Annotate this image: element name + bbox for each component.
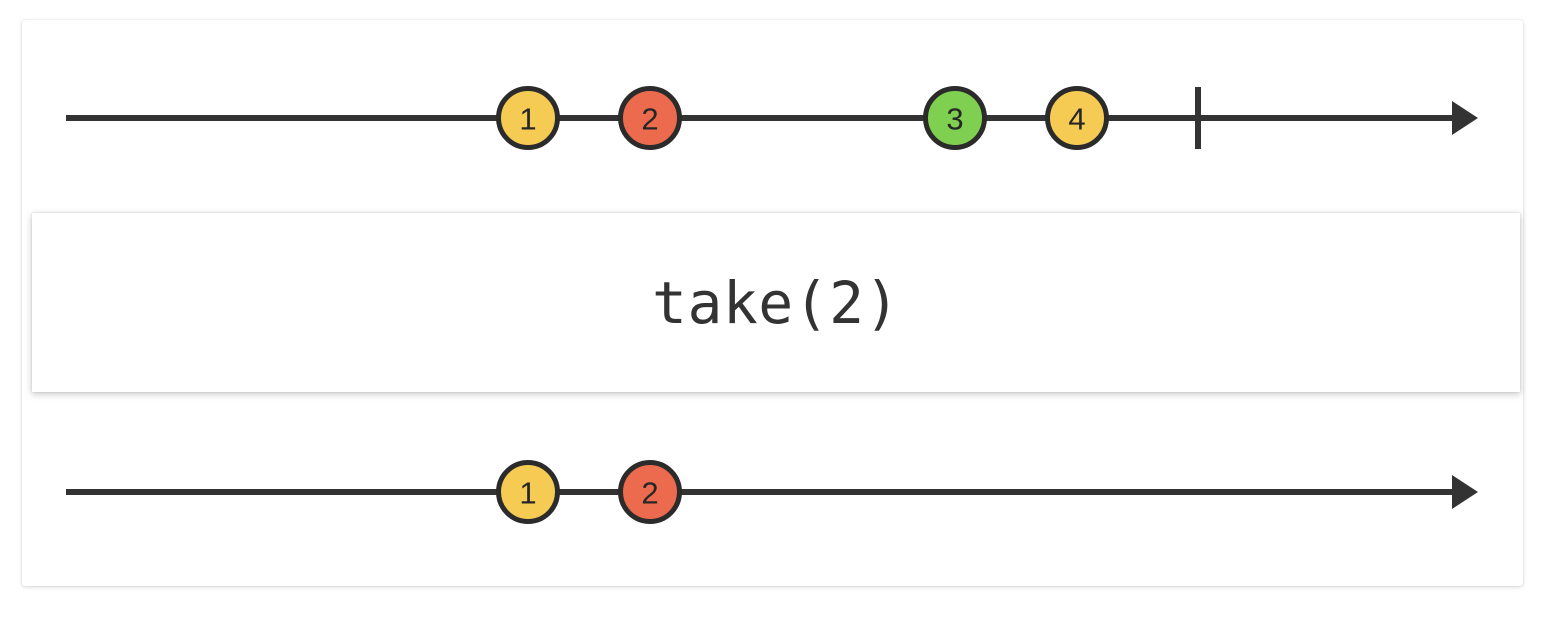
source-marble[interactable]: 1 <box>496 86 560 150</box>
operator-label: take(2) <box>652 268 900 337</box>
source-marble-value: 4 <box>1068 102 1085 137</box>
source-marble-value: 1 <box>519 102 536 137</box>
result-marble-value: 2 <box>641 476 658 511</box>
result-marble-circle <box>618 460 682 524</box>
source-marble-circle <box>496 86 560 150</box>
source-marble-value: 3 <box>946 102 963 137</box>
source-marble[interactable]: 2 <box>618 86 682 150</box>
result-arrow-head-icon <box>1452 475 1478 509</box>
result-marble[interactable]: 1 <box>496 460 560 524</box>
source-arrow-head-icon <box>1452 101 1478 135</box>
source-marble-circle <box>1045 86 1109 150</box>
source-timeline: 1 2 3 4 <box>0 48 1554 188</box>
source-marble[interactable]: 3 <box>923 86 987 150</box>
result-marble-value: 1 <box>519 476 536 511</box>
source-marble-circle <box>923 86 987 150</box>
result-marble[interactable]: 2 <box>618 460 682 524</box>
source-marble[interactable]: 4 <box>1045 86 1109 150</box>
result-marble-circle <box>496 460 560 524</box>
source-marble-circle <box>618 86 682 150</box>
operator-card[interactable]: take(2) <box>32 213 1520 392</box>
source-marble-value: 2 <box>641 102 658 137</box>
